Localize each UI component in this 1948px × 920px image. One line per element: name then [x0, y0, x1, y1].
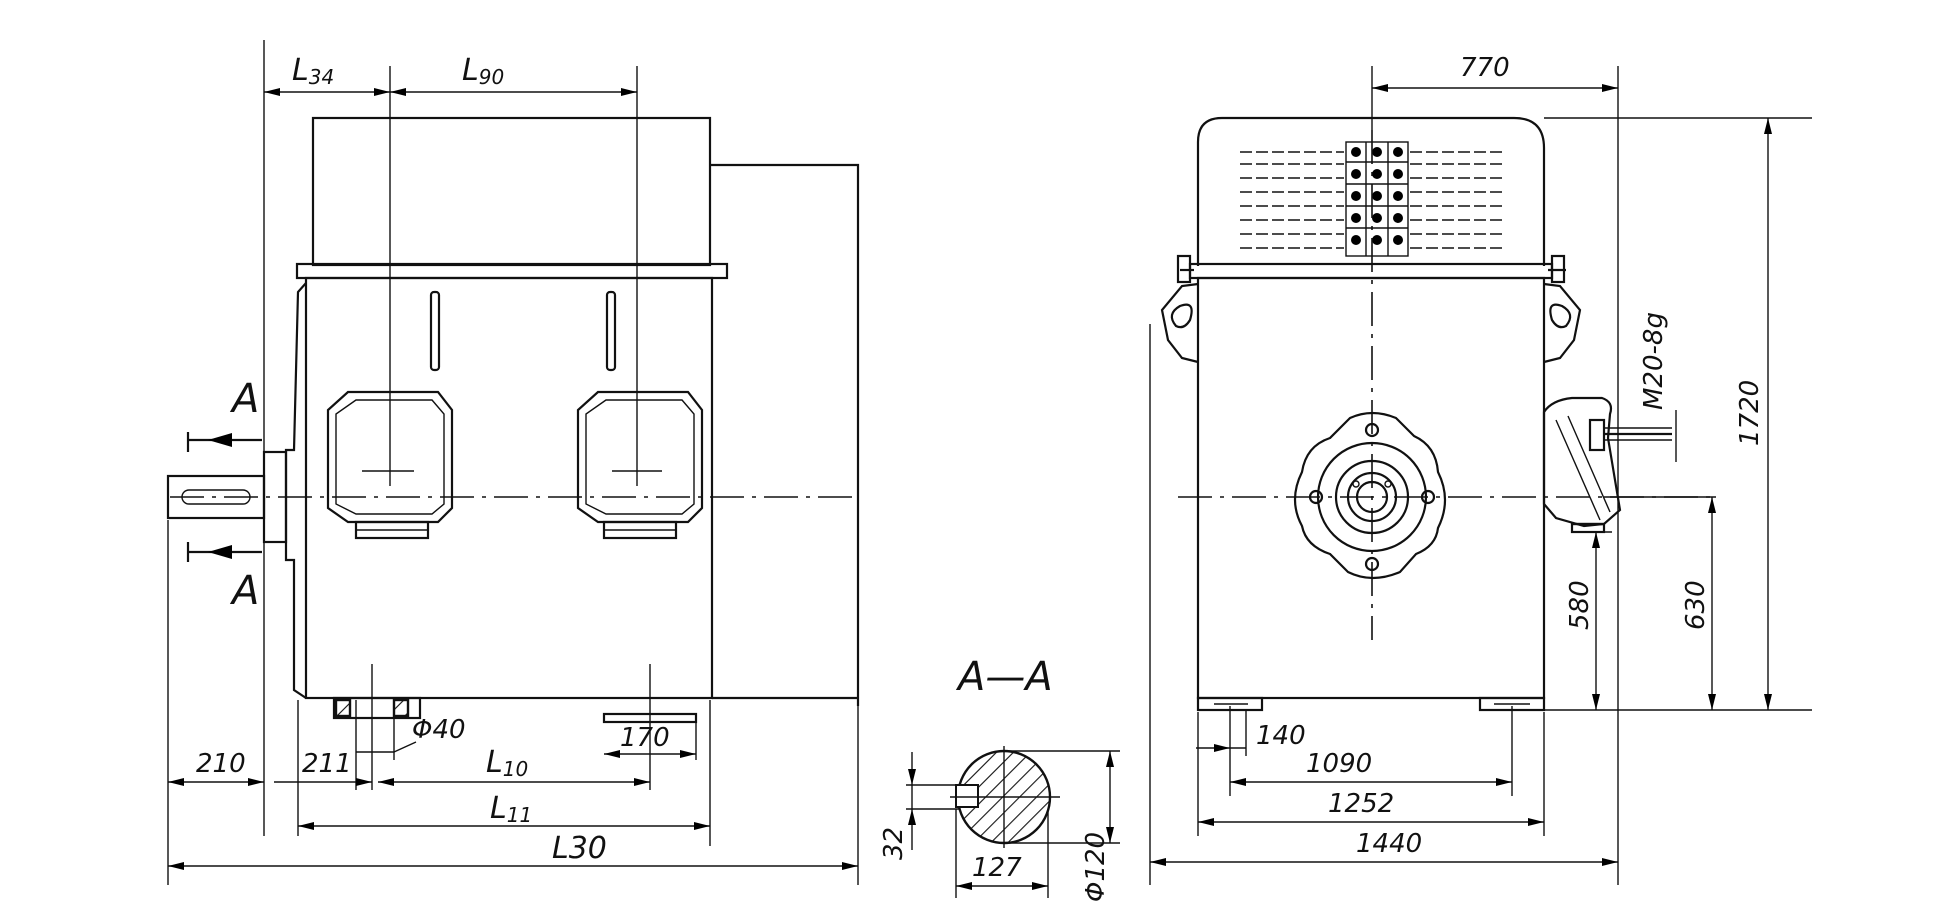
foot-left-hatch-2	[392, 698, 410, 718]
dim-l10: L10	[486, 745, 528, 781]
dim-127: 127	[972, 853, 1022, 883]
dim-140: 140	[1256, 721, 1306, 751]
dim-580: 580	[1565, 580, 1595, 630]
dim-170: 170	[620, 723, 670, 753]
section-mark-bottom: A	[229, 568, 259, 614]
ventilation-slot-right	[605, 290, 617, 372]
top-hood	[1196, 116, 1546, 266]
dim-1720: 1720	[1735, 380, 1765, 446]
section-arrow-bottom	[186, 542, 262, 562]
front-body	[1196, 276, 1546, 700]
foot-left	[332, 696, 422, 720]
section-title: A—A	[955, 654, 1053, 700]
terminal-box-left	[326, 390, 454, 540]
dim-phi40: Φ40	[412, 715, 466, 745]
hood-flange	[1188, 262, 1554, 280]
section-arrow-top	[186, 432, 262, 452]
foot-left-hatch	[334, 698, 352, 718]
terminal-box-side	[1542, 396, 1677, 534]
dim-1440: 1440	[1356, 829, 1422, 859]
lifting-lug-right	[1543, 282, 1582, 364]
end-shield	[284, 282, 307, 699]
hood-bolts	[1176, 254, 1566, 284]
dim-phi120: Φ120	[1081, 832, 1111, 902]
dim-210: 210	[196, 749, 246, 779]
side-view: L34 L90 210 211 Φ40 L10 170 L11 L30 A A	[166, 40, 860, 885]
lifting-lug-left	[1160, 282, 1199, 364]
front-view: 770 1720 M20-8g 580 630 140 1090 1252 14…	[1149, 53, 1812, 885]
end-shield-front	[1293, 411, 1447, 580]
keyway	[955, 784, 979, 808]
section-view: A—A 32 127 Φ120	[879, 654, 1120, 902]
dim-l34: L34	[292, 53, 334, 89]
thread-spec: M20-8g	[1639, 312, 1669, 410]
housing-rear-step	[710, 163, 860, 706]
hood-grille	[1345, 141, 1409, 257]
hood-louvers	[1240, 151, 1504, 249]
section-mark-top: A	[229, 376, 259, 422]
terminal-box-right	[576, 390, 704, 540]
dim-l11: L11	[490, 791, 532, 827]
dim-1090: 1090	[1306, 749, 1372, 779]
dim-770: 770	[1460, 53, 1510, 83]
dim-630: 630	[1681, 580, 1711, 630]
dim-l90: L90	[462, 53, 504, 89]
terminal-housing	[311, 116, 712, 267]
ventilation-slot-left	[429, 290, 441, 372]
dim-1252: 1252	[1328, 789, 1394, 819]
motor-body	[304, 276, 714, 700]
dim-211: 211	[302, 749, 352, 779]
top-flange-plate	[295, 262, 729, 280]
dim-l30: L30	[552, 831, 607, 866]
dim-32: 32	[879, 827, 909, 860]
